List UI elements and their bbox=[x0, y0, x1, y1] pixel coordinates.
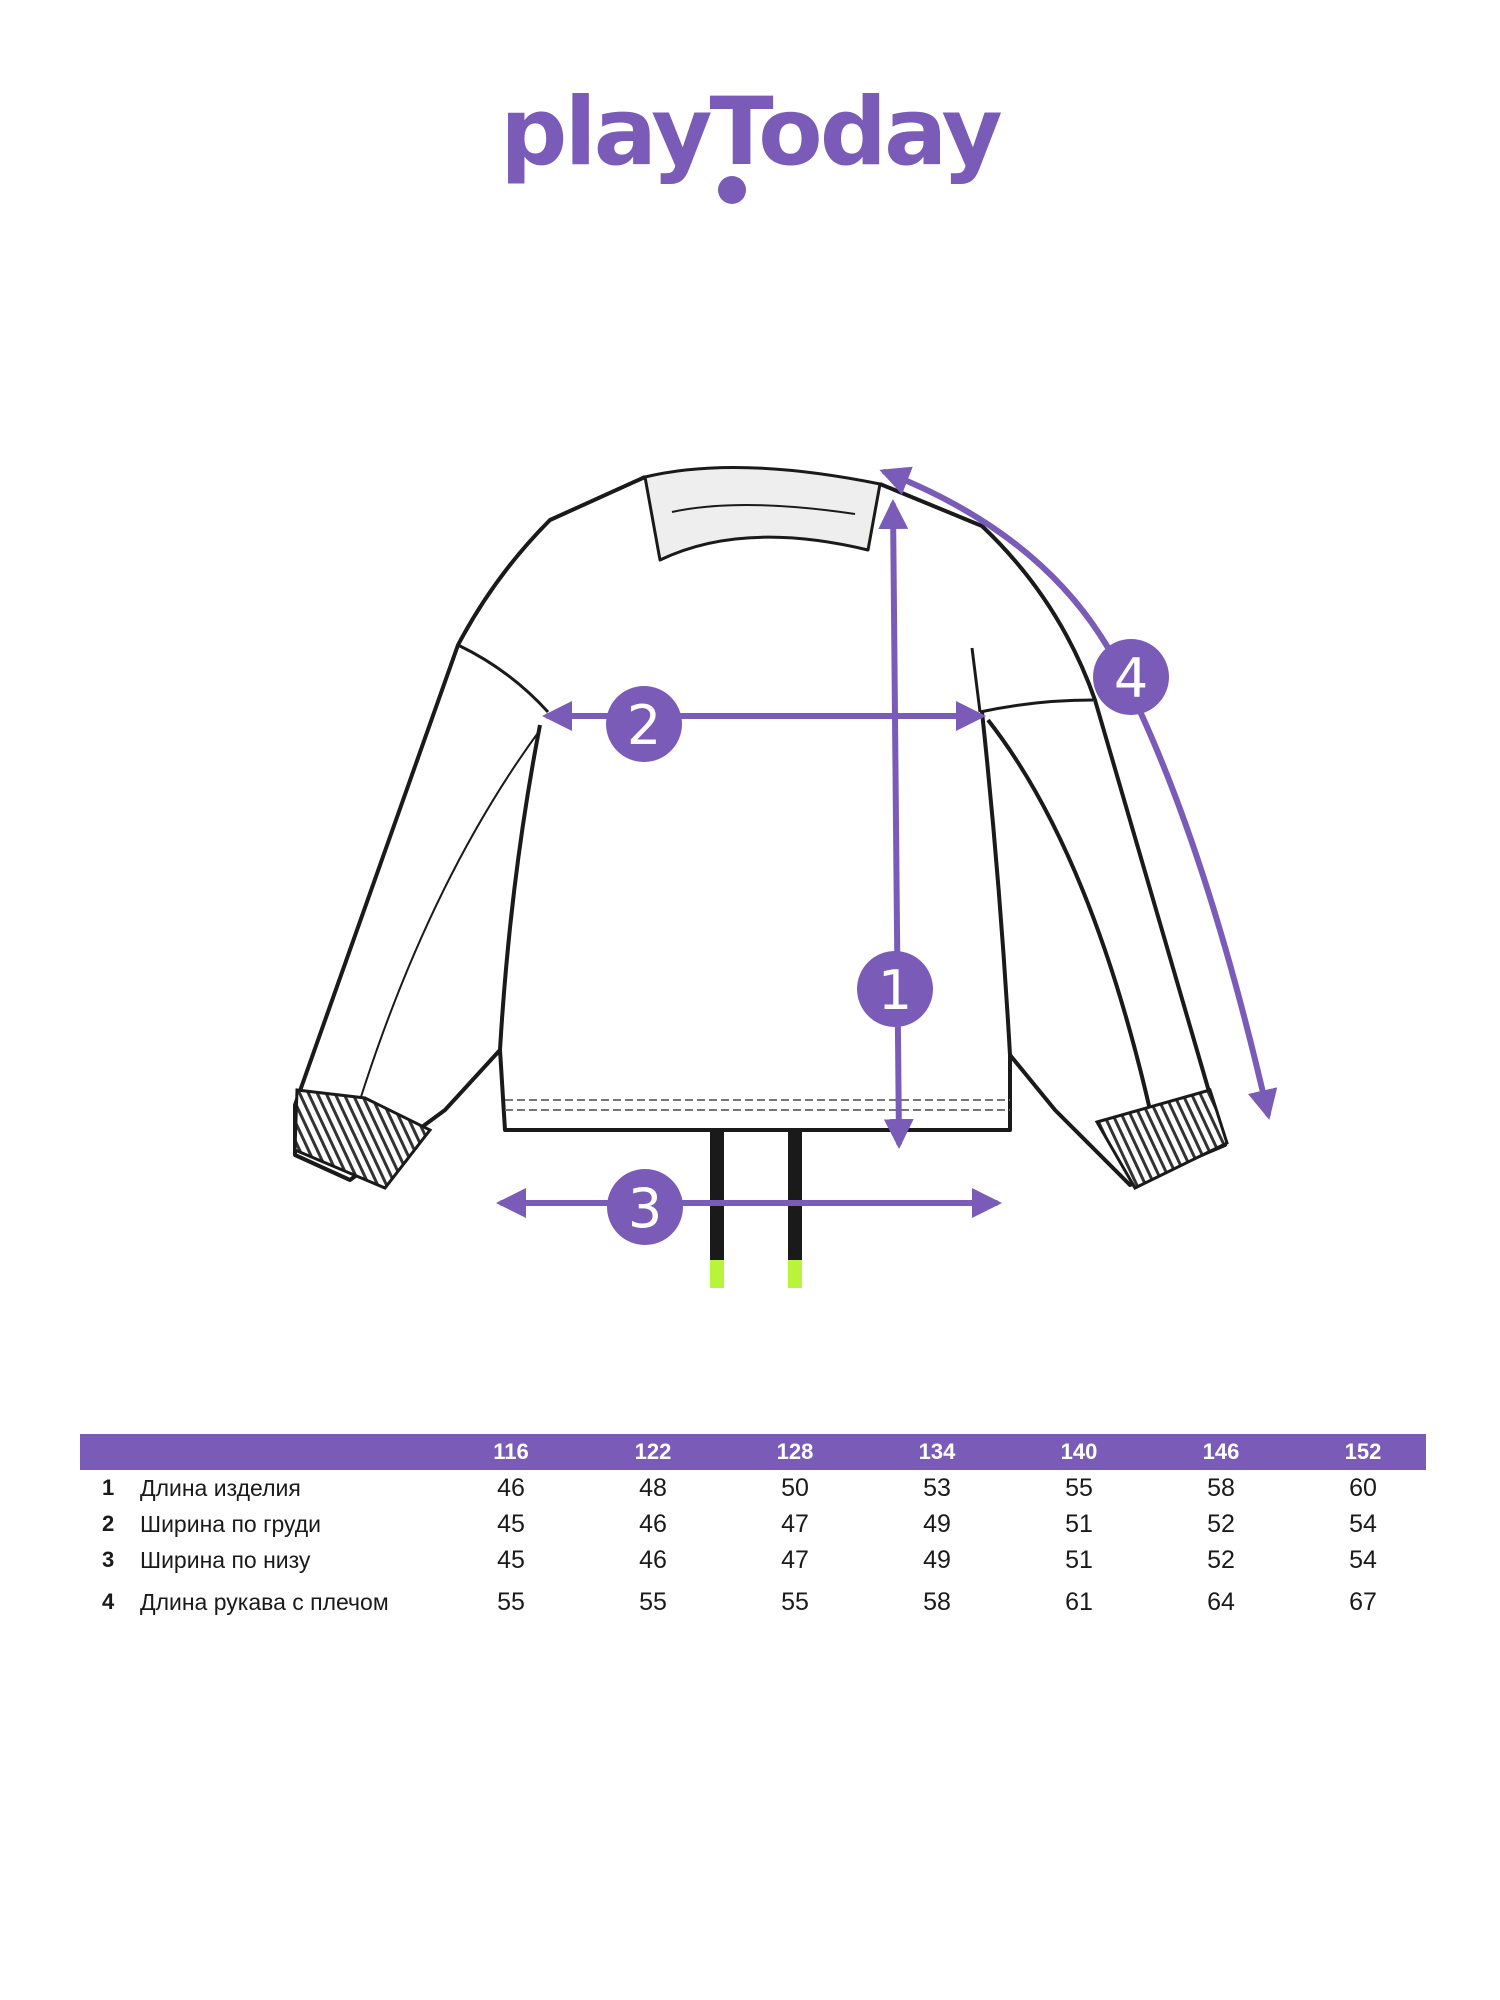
row-value: 46 bbox=[497, 1474, 525, 1502]
row-value: 61 bbox=[1065, 1588, 1093, 1616]
left-cuff bbox=[293, 1088, 433, 1190]
row-label: Длина изделия bbox=[140, 1475, 301, 1501]
size-table: 116 122 128 134 140 146 152 1 Длина изде… bbox=[80, 1434, 1426, 1630]
marker-3: 3 bbox=[607, 1169, 683, 1245]
row-label: Ширина по груди bbox=[140, 1511, 322, 1537]
row-value: 46 bbox=[639, 1546, 667, 1574]
sweatshirt-outline bbox=[293, 475, 1227, 1187]
svg-text:4: 4 bbox=[1114, 647, 1148, 710]
table-row: 2 Ширина по груди 45 46 47 49 51 52 54 bbox=[80, 1506, 1426, 1542]
size-header-cell: 134 bbox=[918, 1439, 956, 1464]
row-value: 55 bbox=[781, 1588, 809, 1616]
marker-4: 4 bbox=[1093, 639, 1169, 715]
svg-text:1: 1 bbox=[878, 959, 912, 1022]
row-value: 49 bbox=[923, 1510, 951, 1538]
row-value: 48 bbox=[639, 1474, 667, 1502]
svg-text:2: 2 bbox=[627, 694, 661, 757]
row-value: 47 bbox=[781, 1546, 809, 1574]
table-row: 3 Ширина по низу 45 46 47 49 51 52 54 bbox=[80, 1542, 1426, 1578]
drawstring-tip-right bbox=[788, 1260, 802, 1288]
marker-1: 1 bbox=[857, 951, 933, 1027]
drawstrings bbox=[710, 1130, 802, 1288]
row-value: 52 bbox=[1207, 1510, 1235, 1538]
size-header-cell: 122 bbox=[634, 1439, 672, 1464]
row-value: 55 bbox=[639, 1588, 667, 1616]
row-value: 54 bbox=[1349, 1510, 1377, 1538]
size-header-cell: 152 bbox=[1344, 1439, 1382, 1464]
row-number: 3 bbox=[102, 1547, 115, 1572]
row-value: 64 bbox=[1207, 1588, 1235, 1616]
row-value: 55 bbox=[1065, 1474, 1093, 1502]
row-number: 4 bbox=[102, 1589, 115, 1614]
row-value: 67 bbox=[1349, 1588, 1377, 1616]
row-value: 58 bbox=[923, 1588, 951, 1616]
row-value: 55 bbox=[497, 1588, 525, 1616]
svg-text:3: 3 bbox=[628, 1177, 662, 1240]
row-value: 51 bbox=[1065, 1510, 1093, 1538]
table-row: 1 Длина изделия 46 48 50 53 55 58 60 bbox=[80, 1470, 1426, 1506]
size-header-cell: 146 bbox=[1202, 1439, 1240, 1464]
row-number: 2 bbox=[102, 1511, 115, 1536]
size-header-cell: 140 bbox=[1060, 1439, 1098, 1464]
row-value: 60 bbox=[1349, 1474, 1377, 1502]
size-table-header: 116 122 128 134 140 146 152 bbox=[80, 1434, 1426, 1470]
row-value: 54 bbox=[1349, 1546, 1377, 1574]
row-number: 1 bbox=[102, 1475, 115, 1500]
row-value: 52 bbox=[1207, 1546, 1235, 1574]
drawstring-tip-left bbox=[710, 1260, 724, 1288]
brand-logo: playToday bbox=[500, 78, 1003, 187]
row-value: 45 bbox=[497, 1546, 525, 1574]
table-row: 4 Длина рукава с плечом 55 55 55 58 61 6… bbox=[80, 1578, 1426, 1630]
measure-line-1 bbox=[878, 499, 914, 1149]
row-value: 45 bbox=[497, 1510, 525, 1538]
size-header-cell: 116 bbox=[493, 1439, 529, 1464]
row-value: 58 bbox=[1207, 1474, 1235, 1502]
row-label: Ширина по низу bbox=[140, 1547, 311, 1573]
row-value: 50 bbox=[781, 1474, 809, 1502]
size-header-cell: 128 bbox=[776, 1439, 814, 1464]
neck-rib bbox=[643, 466, 882, 562]
row-value: 51 bbox=[1065, 1546, 1093, 1574]
row-value: 46 bbox=[639, 1510, 667, 1538]
row-label: Длина рукава с плечом bbox=[140, 1589, 389, 1615]
row-value: 47 bbox=[781, 1510, 809, 1538]
row-value: 53 bbox=[923, 1474, 951, 1502]
row-value: 49 bbox=[923, 1546, 951, 1574]
marker-2: 2 bbox=[606, 686, 682, 762]
measure-line-4 bbox=[879, 466, 1278, 1120]
brand-logo-dot bbox=[718, 176, 746, 204]
